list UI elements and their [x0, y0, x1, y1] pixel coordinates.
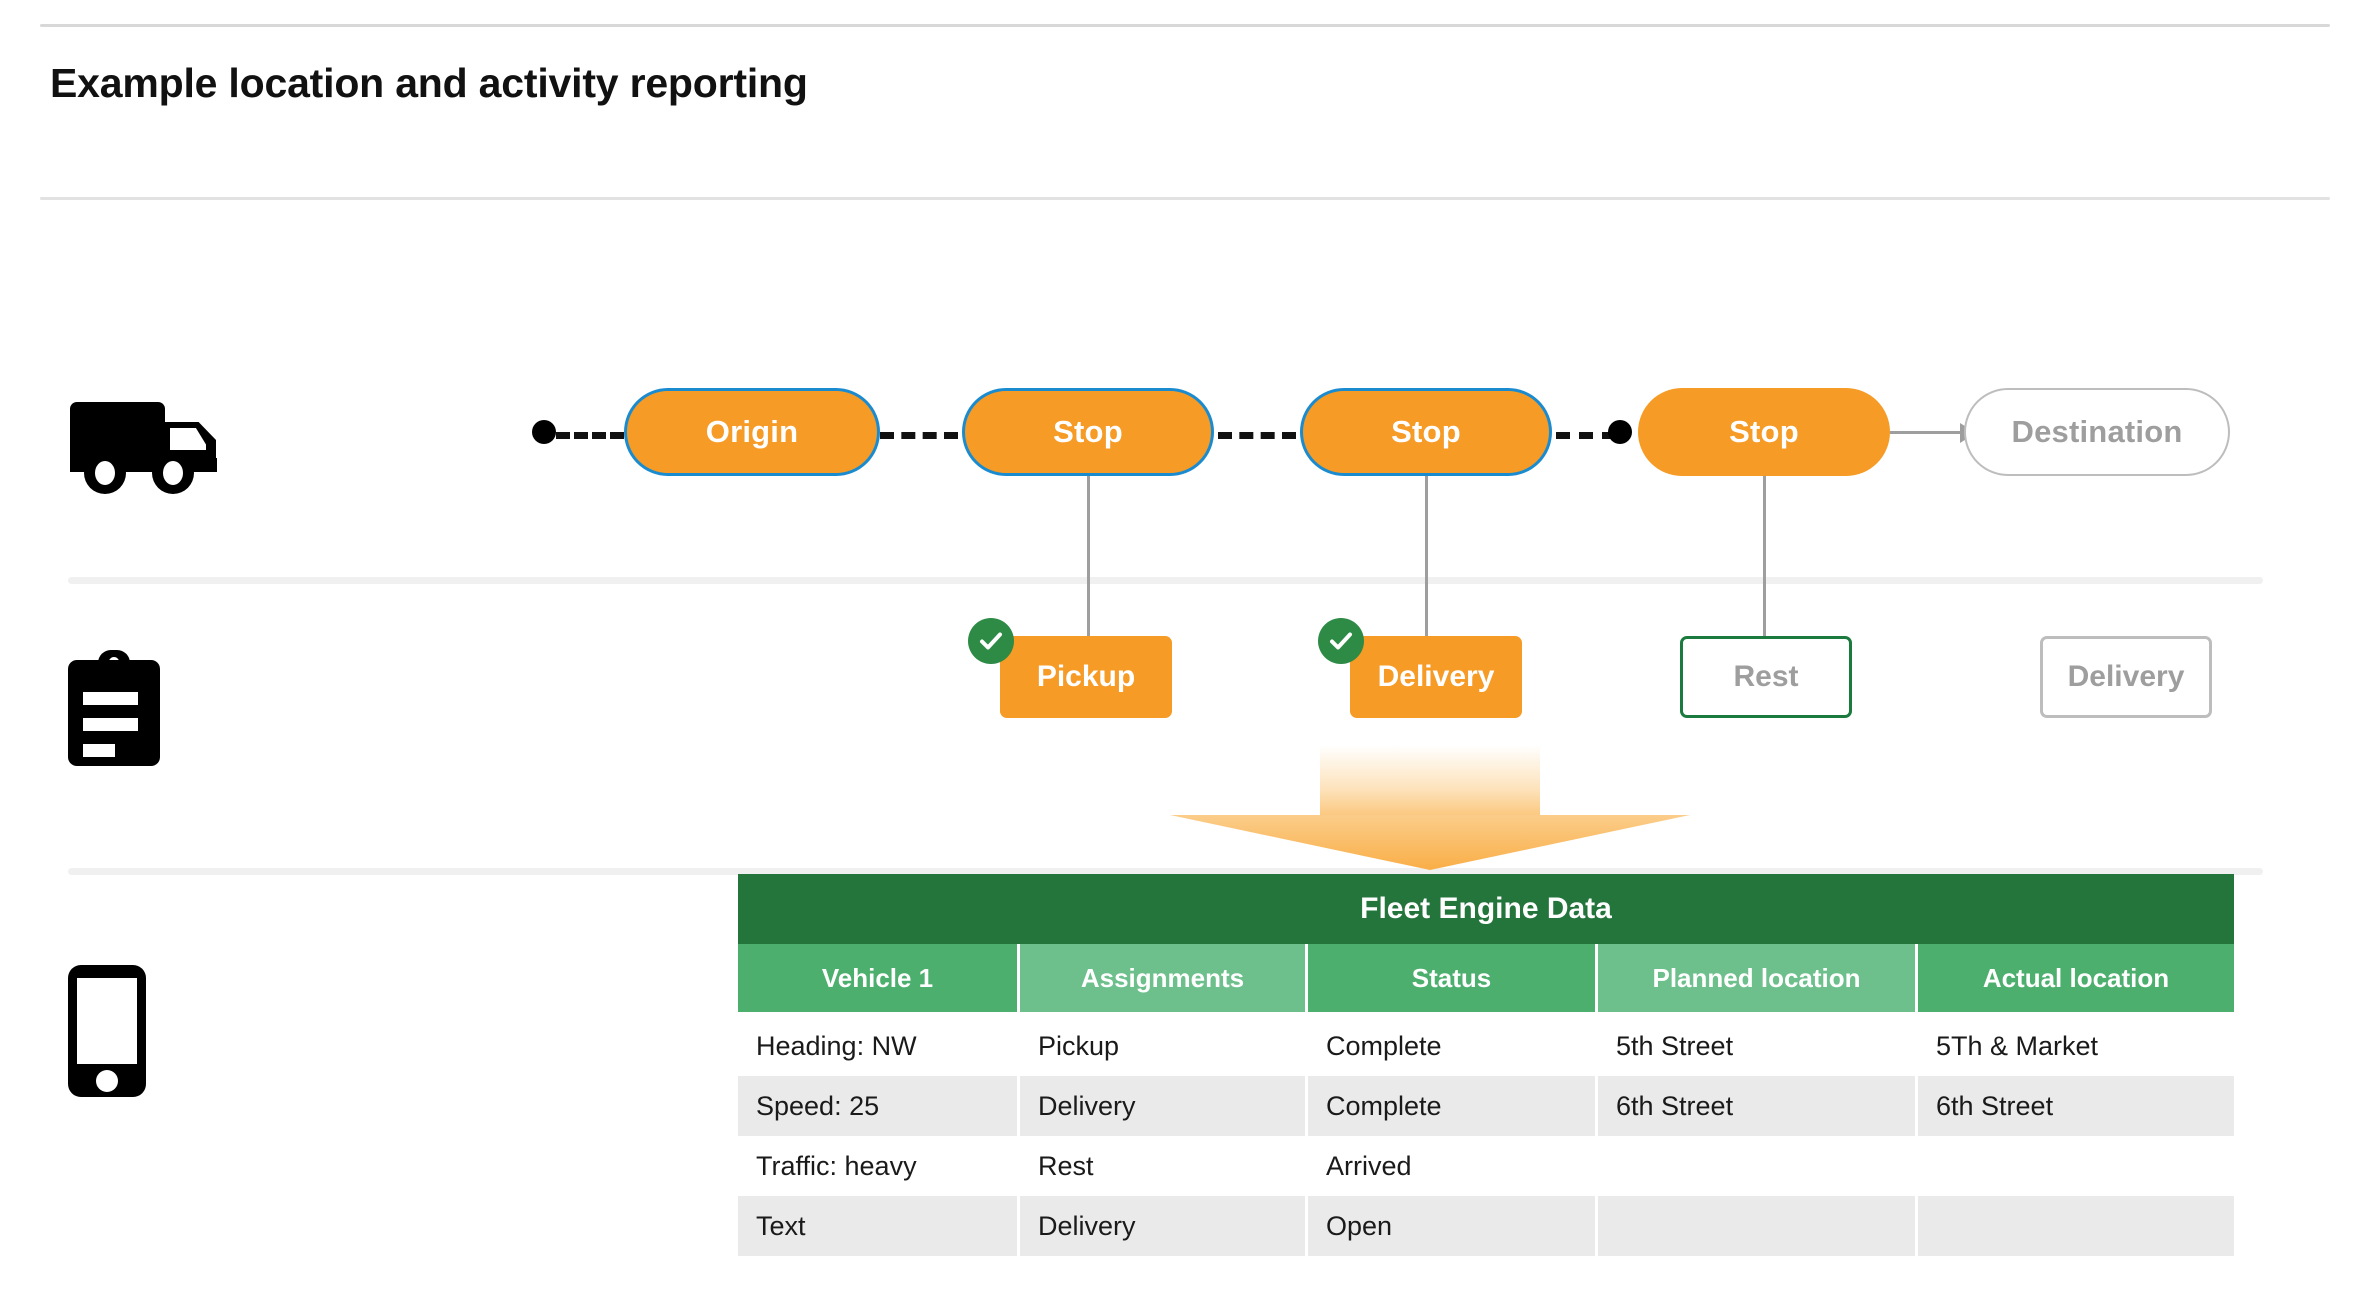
cell-vehicle: Speed: 25: [738, 1076, 1020, 1136]
cell-actual-location: [1918, 1196, 2234, 1256]
flow-down-arrow-icon: [1170, 745, 1690, 870]
table-row: Text Delivery Open: [738, 1196, 2234, 1256]
route-node-stop-1[interactable]: Stop: [962, 388, 1214, 476]
route-node-label: Origin: [705, 414, 799, 449]
column-header-assignments[interactable]: Assignments: [1020, 944, 1308, 1016]
connector-stop1-pickup: [1087, 476, 1090, 640]
column-header-status[interactable]: Status: [1308, 944, 1598, 1016]
activity-label: Rest: [1733, 660, 1799, 693]
route-activity-divider: [68, 577, 2263, 584]
cell-status: Arrived: [1308, 1136, 1598, 1196]
activity-delivery-completed[interactable]: Delivery: [1350, 636, 1522, 718]
route-current-dot: [1608, 420, 1632, 444]
route-dash-1: [880, 432, 958, 439]
route-node-stop-2[interactable]: Stop: [1300, 388, 1552, 476]
activity-pickup[interactable]: Pickup: [1000, 636, 1172, 718]
table-row: Speed: 25 Delivery Complete 6th Street 6…: [738, 1076, 2234, 1136]
route-node-stop-3[interactable]: Stop: [1638, 388, 1890, 476]
activity-label: Delivery: [2067, 660, 2185, 693]
top-divider: [40, 24, 2330, 27]
cell-assignment: Pickup: [1020, 1016, 1308, 1076]
cell-planned-location: 6th Street: [1598, 1076, 1918, 1136]
column-header-planned-location[interactable]: Planned location: [1598, 944, 1918, 1016]
fleet-engine-data-panel: Fleet Engine Data Vehicle 1 Assignments …: [738, 874, 2234, 1256]
route-dash-2: [1218, 432, 1296, 439]
cell-assignment: Delivery: [1020, 1076, 1308, 1136]
title-underline-divider: [40, 197, 2330, 200]
activity-label: Delivery: [1377, 660, 1495, 693]
route-node-destination[interactable]: Destination: [1964, 388, 2230, 476]
route-start-dot: [532, 420, 556, 444]
route-node-label: Destination: [2011, 414, 2183, 449]
delivery-complete-check-icon: [1318, 618, 1364, 664]
fleet-engine-data-table: Vehicle 1 Assignments Status Planned loc…: [738, 944, 2234, 1256]
cell-vehicle: Text: [738, 1196, 1020, 1256]
cell-actual-location: 5Th & Market: [1918, 1016, 2234, 1076]
clipboard-icon: [68, 650, 160, 766]
cell-assignment: Rest: [1020, 1136, 1308, 1196]
column-header-vehicle[interactable]: Vehicle 1: [738, 944, 1020, 1016]
mobile-phone-icon: [68, 965, 146, 1097]
cell-planned-location: [1598, 1136, 1918, 1196]
route-dash-3: [1556, 432, 1616, 439]
route-node-label: Stop: [1053, 414, 1123, 449]
activity-delivery-open[interactable]: Delivery: [2040, 636, 2212, 718]
table-title: Fleet Engine Data: [738, 874, 2234, 944]
route-dash-0: [556, 432, 624, 439]
cell-status: Complete: [1308, 1076, 1598, 1136]
cell-planned-location: [1598, 1196, 1918, 1256]
pickup-complete-check-icon: [968, 618, 1014, 664]
activity-data-divider: [68, 868, 2263, 875]
cell-status: Open: [1308, 1196, 1598, 1256]
table-row: Heading: NW Pickup Complete 5th Street 5…: [738, 1016, 2234, 1076]
route-node-label: Stop: [1391, 414, 1461, 449]
column-header-actual-location[interactable]: Actual location: [1918, 944, 2234, 1016]
page-title: Example location and activity reporting: [50, 60, 808, 106]
cell-assignment: Delivery: [1020, 1196, 1308, 1256]
table-row: Traffic: heavy Rest Arrived: [738, 1136, 2234, 1196]
activity-rest[interactable]: Rest: [1680, 636, 1852, 718]
destination-arrow-line: [1890, 431, 1964, 434]
cell-status: Complete: [1308, 1016, 1598, 1076]
truck-icon: [70, 402, 225, 494]
cell-vehicle: Traffic: heavy: [738, 1136, 1020, 1196]
cell-actual-location: [1918, 1136, 2234, 1196]
connector-stop2-delivery: [1425, 476, 1428, 640]
activity-label: Pickup: [1036, 660, 1136, 693]
cell-vehicle: Heading: NW: [738, 1016, 1020, 1076]
connector-stop3-rest: [1763, 476, 1766, 640]
route-node-label: Stop: [1729, 414, 1799, 449]
cell-planned-location: 5th Street: [1598, 1016, 1918, 1076]
table-header-row: Vehicle 1 Assignments Status Planned loc…: [738, 944, 2234, 1016]
route-node-origin[interactable]: Origin: [624, 388, 880, 476]
cell-actual-location: 6th Street: [1918, 1076, 2234, 1136]
